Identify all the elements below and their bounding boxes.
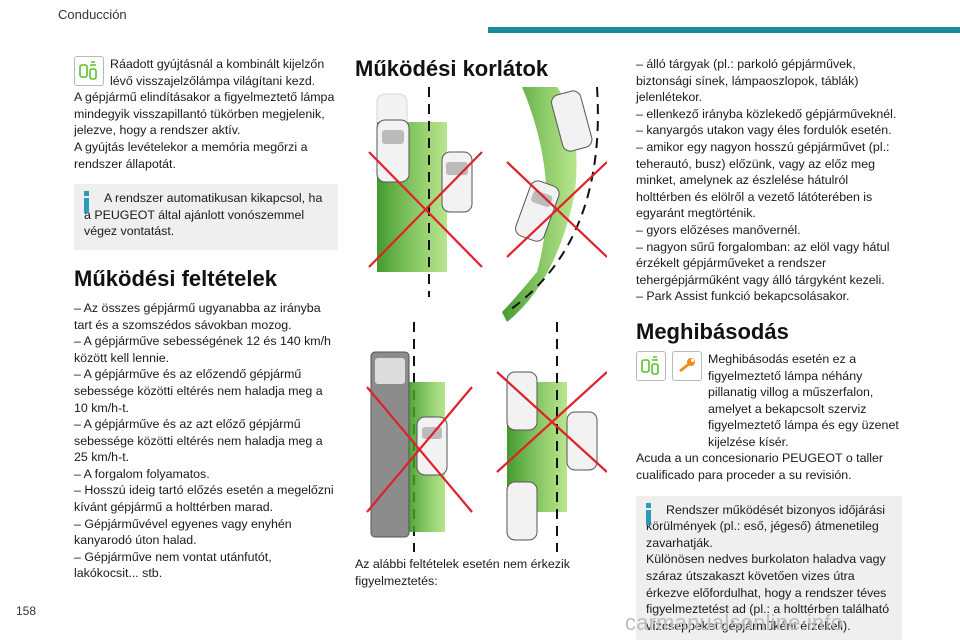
cross-mark [366,386,473,513]
cross-mark [496,371,607,473]
condition-item: – A gépjárműve és az azt előző gépjármű … [74,417,323,465]
limit-item: – kanyargós utakon vagy éles fordulók es… [636,123,892,138]
cross-mark [368,151,483,268]
limit-item: – ellenkező irányba közlekedő gépjárműve… [636,106,897,121]
condition-item: – Gépjárművével egyenes vagy enyhén kany… [74,516,292,548]
limit-item: – Park Assist funkció bekapcsolásakor. [636,289,850,304]
condition-item: – Gépjárműve nem vontat utánfutót, lakók… [74,549,272,581]
condition-item: – A gépjárműve és az előzendő gépjármű s… [74,367,323,415]
service-wrench-icon [672,350,702,381]
illustration-caption: Az alábbi feltételek esetén nem érkezik … [355,557,570,588]
cross-mark [506,161,607,258]
heading-fault: Meghibásodás [636,318,789,344]
heading-operating-limits: Működési korlátok [355,56,549,81]
page-header-label: Conducción [58,7,127,22]
info-text-weather: Rendszer működését bizonyos időjárási kö… [646,502,890,633]
column-middle: Működési korlátok [355,56,617,82]
conditions-list: – Az összes gépjármű ugyanabba az irányb… [74,300,338,582]
column-left: Ráadott gyújtásnál a kombinált kijelzőn … [74,56,338,582]
page-number: 158 [16,604,37,618]
limit-item: – álló tárgyak (pl.: parkoló gépjárművek… [636,57,859,105]
fault-lamp-text: Meghibásodás esetén ez a figyelmeztető l… [708,351,899,449]
blind-spot-warning-icon [74,56,104,86]
heading-operating-conditions: Működési feltételek [74,265,277,291]
illustration-caption-wrap: Az alábbi feltételek esetén nem érkezik … [355,556,617,589]
watermark: carmanualsonline.info [625,610,844,635]
column-right: – álló tárgyak (pl.: parkoló gépjárművek… [636,56,902,640]
info-box-towing: A rendszer automatikusan kikapcsol, ha a… [74,184,338,250]
limits-list: – álló tárgyak (pl.: parkoló gépjárművek… [636,56,902,305]
limit-item: – gyors előzéses manővernél. [636,222,801,237]
page-header-bar [488,27,960,33]
vehicle-dense-2 [506,481,538,541]
limit-item: – amikor egy nagyon hosszú gépjárművet (… [636,139,890,221]
vehicle-curve-2 [551,90,593,152]
info-text-towing: A rendszer automatikusan kikapcsol, ha a… [84,191,323,239]
paragraph-start: A gépjármű elindításakor a figyelmeztető… [74,90,338,138]
condition-item: – Hosszú ideig tartó előzés esetén a meg… [74,483,334,515]
indicator-lamp-row: Ráadott gyújtásnál a kombinált kijelzőn … [74,56,338,89]
indicator-lamp-text: Ráadott gyújtásnál a kombinált kijelzőn … [110,57,325,88]
scene-long-vehicle [366,322,473,552]
info-box-weather: Rendszer működését bizonyos időjárási kö… [636,495,902,640]
blind-spot-warning-icon [636,350,666,381]
fault-lamp-row: Meghibásodás esetén ez a figyelmeztető l… [636,350,902,451]
blind-spot-limits-illustration [366,86,607,552]
scene-parked-vehicles [368,87,483,297]
vehicle-own [376,119,410,183]
limit-item: – nagyon sűrű forgalomban: az elöl vagy … [636,239,890,287]
condition-item: – A forgalom folyamatos. [74,466,210,481]
scene-dense-traffic [496,322,607,552]
vehicle-truck [370,351,410,538]
fault-dealer-text: Acuda a un concesionario PEUGEOT o talle… [636,451,884,483]
vehicle-parked [441,151,473,213]
vehicle-dense-1 [506,371,538,431]
scene-sharp-curve [502,86,607,322]
info-icon [646,502,651,525]
info-icon [84,191,89,214]
condition-item: – Az összes gépjármű ugyanabba az irányb… [74,300,321,332]
paragraph-memory: A gyújtás levételekor a memória megőrzi … [74,139,311,171]
condition-item: – A gépjárműve sebességének 12 és 140 km… [74,334,331,365]
